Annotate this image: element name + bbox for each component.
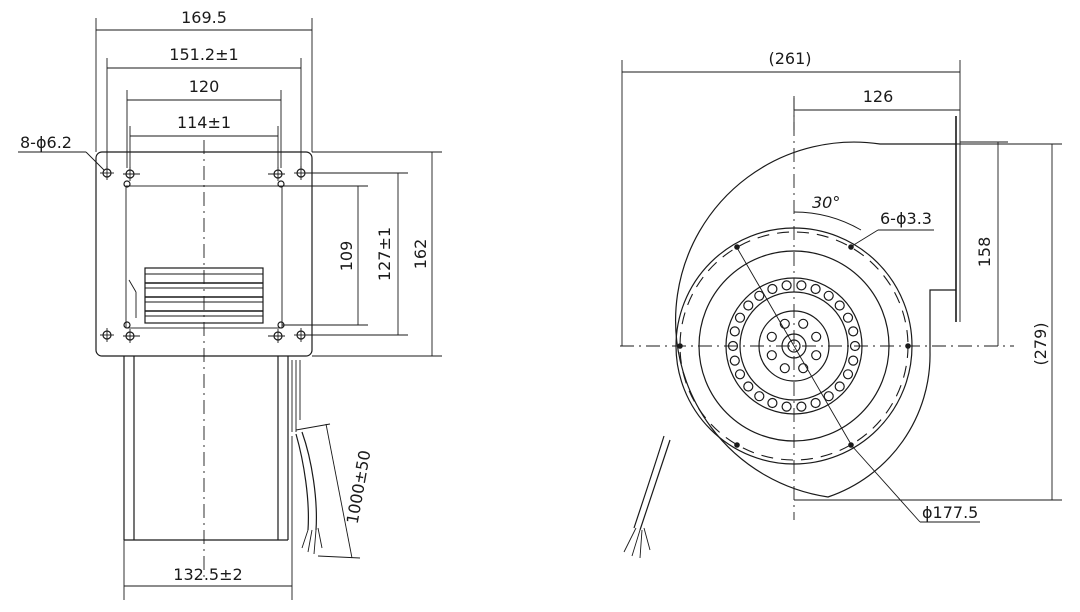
vent-hole — [729, 355, 740, 366]
vent-hole — [834, 300, 845, 311]
vent-hole — [767, 397, 778, 409]
hub-hole — [779, 363, 790, 374]
diameter-label: ϕ177.5 — [922, 503, 978, 522]
dim-261 — [621, 60, 961, 346]
hub-hole — [811, 331, 822, 342]
dim-label-158: 158 — [975, 237, 994, 268]
hub-hole — [811, 350, 822, 361]
front-view: 30° 6-ϕ3.3 ϕ177.5 (261) 126 158 — [620, 49, 1062, 559]
hole-outer-tr — [294, 166, 308, 180]
vent-hole — [729, 326, 740, 337]
hole-inner-bl — [123, 329, 140, 343]
dim-label-120: 120 — [189, 77, 220, 96]
hole-outer-tl — [100, 166, 114, 180]
hub-hole — [766, 350, 777, 361]
dim-label-114: 114±1 — [177, 113, 231, 132]
vent-hole — [781, 280, 792, 291]
dim-127 — [306, 172, 408, 336]
hole-inner-br — [268, 329, 285, 343]
cable — [295, 431, 323, 555]
diagonal-centerline — [735, 245, 853, 447]
dim-151-2 — [106, 58, 302, 168]
dim-132-5 — [123, 436, 293, 600]
vent-hole — [842, 312, 854, 323]
vent-hole — [796, 280, 807, 291]
diameter-leader — [851, 445, 921, 523]
dim-114 — [129, 126, 279, 168]
hole-callout-leader — [18, 151, 105, 171]
dim-126 — [793, 98, 960, 130]
vent-hole — [781, 401, 792, 412]
vent-hole — [842, 369, 854, 380]
angle-arc — [793, 211, 862, 231]
dim-158 — [960, 141, 1008, 346]
outlet-fins — [128, 267, 264, 324]
dim-169-5 — [95, 18, 313, 152]
dim-label-151-2: 151.2±1 — [169, 45, 238, 64]
dim-cable-length — [295, 423, 361, 559]
dim-label-109: 109 — [337, 241, 356, 272]
vent-hole — [810, 283, 821, 295]
hole-callout-front-label: 6-ϕ3.3 — [880, 209, 932, 228]
vent-hole — [754, 391, 765, 402]
hole-callout-label: 8-ϕ6.2 — [20, 133, 72, 152]
vent-hole — [823, 290, 834, 301]
dim-label-279: (279) — [1031, 322, 1050, 365]
vent-hole — [796, 401, 807, 412]
dim-162 — [312, 151, 442, 357]
vent-hole — [743, 300, 754, 311]
hole-callout-front-leader — [851, 229, 934, 247]
hub-hole — [779, 318, 790, 329]
hole-inner-tr — [268, 167, 285, 181]
vent-hole — [810, 397, 821, 409]
vent-hole — [734, 312, 746, 323]
vent-hole — [754, 290, 765, 301]
dim-label-127: 127±1 — [375, 227, 394, 281]
mounting-holes — [100, 166, 308, 343]
vent-hole — [848, 355, 859, 366]
vent-hole — [834, 381, 845, 392]
hole-inner-tl — [123, 167, 140, 181]
dim-109 — [282, 185, 368, 326]
hub-hole — [798, 363, 809, 374]
dim-label-cable: 1000±50 — [343, 449, 375, 526]
housing-body — [123, 356, 301, 541]
hub-hole — [766, 331, 777, 342]
hole-outer-bl — [100, 328, 114, 342]
hub-hole — [798, 318, 809, 329]
vent-hole — [823, 391, 834, 402]
dim-label-261: (261) — [768, 49, 811, 68]
hole-outer-br — [294, 328, 308, 342]
dim-120 — [126, 90, 282, 168]
vent-hole — [767, 283, 778, 295]
angle-label: 30° — [812, 193, 840, 212]
vent-hole — [848, 326, 859, 337]
dim-label-132-5: 132.5±2 — [173, 565, 242, 584]
motor-vent-holes — [727, 280, 861, 412]
dim-label-169-5: 169.5 — [181, 8, 227, 27]
dim-label-162: 162 — [411, 239, 430, 270]
front-cable — [623, 435, 671, 559]
side-view: 169.5 151.2±1 120 114±1 8-ϕ6.2 — [18, 8, 442, 600]
vent-hole — [743, 381, 754, 392]
dim-279 — [794, 143, 1062, 501]
dim-label-126: 126 — [863, 87, 894, 106]
hub-holes — [766, 318, 822, 374]
vent-hole — [734, 369, 746, 380]
